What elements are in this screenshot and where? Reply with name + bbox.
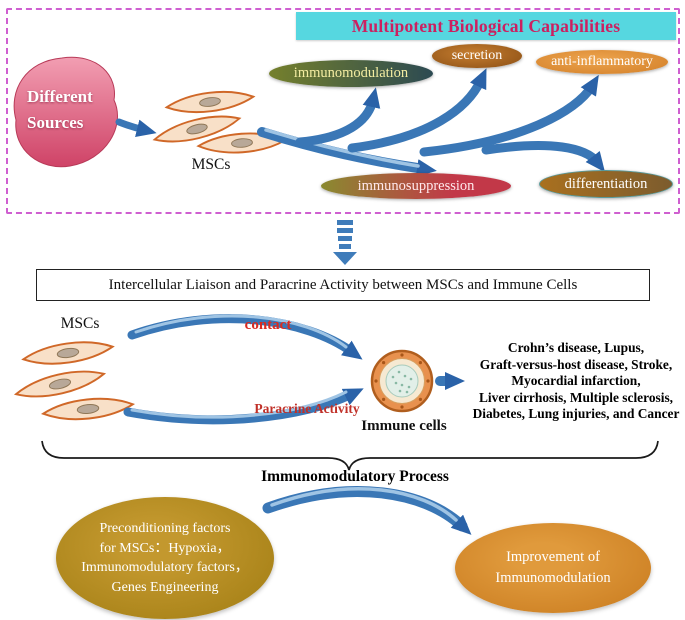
paracrine-activity-label: Paracrine Activity — [254, 401, 360, 416]
arrow-to-immunomodulation — [295, 87, 381, 147]
improvement-ellipse: Improvement of Immunomodulation — [455, 523, 651, 613]
arrow-to-secretion — [347, 68, 487, 153]
arrow-to-immunosuppression — [257, 127, 437, 177]
capability-secretion: secretion — [432, 44, 522, 68]
section-connector-dashed-arrow — [333, 220, 357, 265]
sources-to-mscs-arrow — [115, 118, 157, 138]
different-sources-label: Different Sources — [27, 87, 93, 132]
preconditioning-line: for MSCs：Hypoxia， — [99, 540, 231, 556]
disease-line: Diabetes, Lung injuries, and Cancer — [472, 406, 680, 422]
paracrine-arrow — [123, 388, 364, 425]
disease-line: Graft-versus-host disease, Stroke, — [479, 356, 673, 372]
preconditioning-ellipse: Preconditioning factors for MSCs：Hypoxia… — [56, 497, 274, 619]
arrow-to-anti-inflammatory — [419, 74, 599, 157]
disease-list: Crohn’s disease, Lupus, Graft-versus-hos… — [468, 340, 684, 423]
arrow-to-differentiation — [481, 141, 606, 173]
paracrine-arrow-highlight — [130, 390, 348, 419]
improvement-line: Immunomodulation — [495, 570, 611, 586]
capability-immunosuppression: immunosuppression — [321, 173, 511, 199]
different-sources-blob — [13, 56, 118, 168]
contact-arrow — [127, 314, 363, 360]
bottom-arrow-highlight — [270, 487, 458, 522]
msc-cells-middle — [12, 336, 135, 425]
immune-cells-label: Immune cells — [361, 418, 447, 434]
contact-arrow-highlight — [134, 314, 348, 349]
capability-differentiation: differentiation — [539, 170, 673, 198]
disease-line: Myocardial infarction, — [511, 373, 641, 389]
capability-anti-inflammatory: anti-inflammatory — [536, 50, 668, 74]
preconditioning-line: Genes Engineering — [111, 579, 219, 595]
disease-line: Crohn’s disease, Lupus, — [507, 340, 645, 355]
preconditioning-line: Immunomodulatory factors， — [81, 560, 249, 575]
improvement-line: Improvement of — [506, 549, 600, 565]
capability-immunomodulation: immunomodulation — [269, 60, 433, 87]
disease-line: Liver cirrhosis, Multiple sclerosis, — [478, 389, 674, 405]
mscs-label-middle: MSCs — [60, 315, 100, 332]
capability-flow-arrows — [257, 68, 606, 177]
immunomodulatory-process-brace — [41, 440, 659, 471]
mscs-label-top: MSCs — [191, 156, 231, 173]
banner-title: Multipotent Biological Capabilities — [296, 12, 676, 40]
msc-cells-top — [151, 86, 288, 157]
immunomodulatory-process-label: Immunomodulatory Process — [261, 468, 449, 485]
immune-cell-graphic — [370, 349, 434, 413]
section-title-box: Intercellular Liaison and Paracrine Acti… — [36, 269, 650, 301]
preconditioning-line: Preconditioning factors — [99, 521, 231, 536]
contact-label: contact — [244, 317, 292, 333]
